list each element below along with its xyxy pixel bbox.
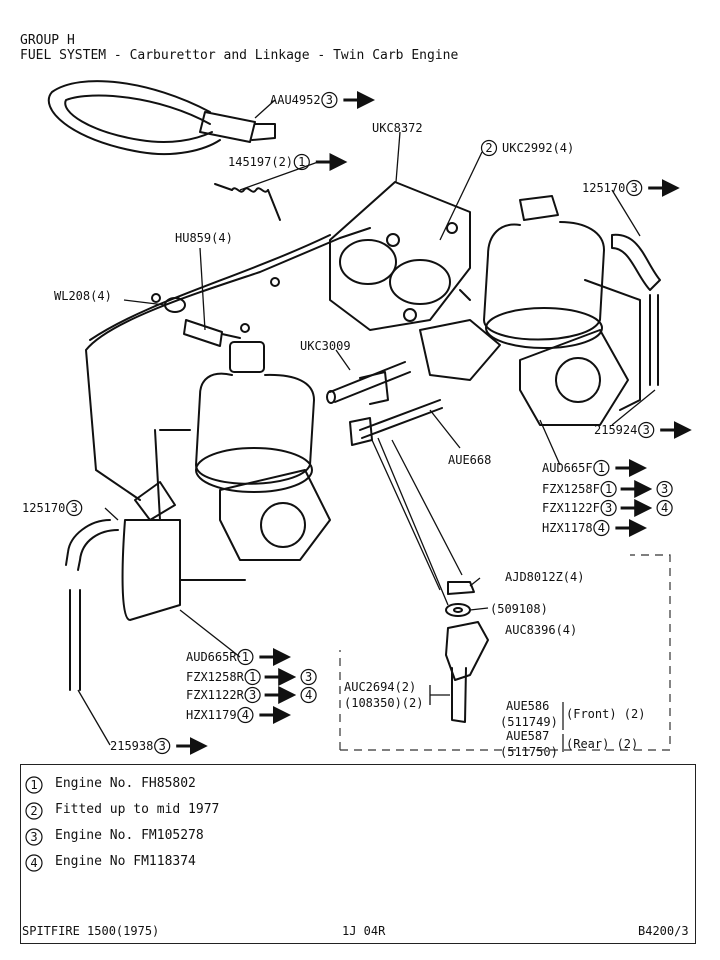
callout-509108-label: (509108) xyxy=(490,602,548,616)
bolt-washer-drawing xyxy=(164,297,241,347)
note-number-icons: 1 2 3 4 xyxy=(25,776,43,872)
callout-hzx1178-ref-circle xyxy=(593,519,610,537)
note-4-text: Engine No FM118374 xyxy=(55,854,196,869)
notes-box: 1 2 3 4 Engine No. FH85802 Fitted up to … xyxy=(20,764,696,944)
inset-box xyxy=(339,554,671,751)
lever-assembly-drawing xyxy=(445,581,489,723)
callout-145197-2-ref-number: 1 xyxy=(298,155,305,169)
callout-hzx1178-label: HZX1178 xyxy=(542,521,593,535)
callout-rear-2-label: (Rear) (2) xyxy=(566,737,638,751)
callout-fzx1122r-second-ref-number: 4 xyxy=(305,688,312,702)
callout-fzx1258r-second-ref-number: 3 xyxy=(305,670,312,684)
callout-aud665r-label: AUD665R xyxy=(186,650,237,664)
callout-fzx1122f-label: FZX1122F xyxy=(542,501,600,515)
callout-hzx1178-ref-number: 4 xyxy=(598,521,605,535)
return-spring-drawing xyxy=(214,183,281,221)
callout-ajd8012z-4-label: AJD8012Z(4) xyxy=(505,570,584,584)
callout-fzx1258f-second-ref-number: 3 xyxy=(661,482,668,496)
callout-aau4952-ref-number: 3 xyxy=(326,93,333,107)
callout-511749-label: (511749) xyxy=(500,715,558,729)
callout-fzx1122r-ref-number: 3 xyxy=(249,688,256,702)
callout-ukc2992-4-label: UKC2992(4) xyxy=(502,141,574,155)
linkage-rod-drawing xyxy=(326,361,443,446)
callout-125170-label: 125170 xyxy=(582,181,625,195)
callout-215938-ref-number: 3 xyxy=(159,739,166,753)
callout-fzx1122f-second-ref-number: 4 xyxy=(661,501,668,515)
callout-125170-ref-number: 3 xyxy=(631,181,638,195)
callout-hu859-4-label: HU859(4) xyxy=(175,231,233,245)
callout-215924-ref-circle xyxy=(638,421,655,439)
callout-aue668-label: AUE668 xyxy=(448,453,491,467)
callout-108350-2-label: (108350)(2) xyxy=(344,696,423,710)
callout-fzx1122f-ref-number: 3 xyxy=(605,501,612,515)
callout-ukc2992-4-ref-number: 2 xyxy=(485,141,492,155)
callout-aud665r-ref-circle xyxy=(237,648,254,666)
callout-fzx1122r-label: FZX1122R xyxy=(186,688,245,702)
note-3-text: Engine No. FM105278 xyxy=(55,828,204,843)
callout-215938-ref-circle xyxy=(154,737,171,755)
callout-ukc3009-label: UKC3009 xyxy=(300,339,351,353)
callout-fzx1258f-label: FZX1258F xyxy=(542,482,600,496)
note-3-number: 3 xyxy=(30,830,37,844)
footer-model: SPITFIRE 1500(1975) xyxy=(22,924,160,938)
footer-code: B4200/3 xyxy=(638,924,689,938)
callout-hzx1179-ref-circle xyxy=(237,706,254,724)
callout-front-2-label: (Front) (2) xyxy=(566,707,645,721)
note-1-text: Engine No. FH85802 xyxy=(55,776,196,791)
cable-tie-drawing xyxy=(47,80,276,156)
callout-fzx1122r-ref-circle xyxy=(244,686,261,704)
callout-ukc8372-label: UKC8372 xyxy=(372,121,423,135)
parts-diagram: AAU49523UKC8372145197(2)12UKC2992(4)1251… xyxy=(22,80,692,759)
callout-wl208-4-label: WL208(4) xyxy=(54,289,112,303)
callout-fzx1258r-ref-number: 1 xyxy=(249,670,256,684)
callout-125170-label: 125170 xyxy=(22,501,65,515)
callout-aud665f-label: AUD665F xyxy=(542,461,593,475)
callout-125170-ref-circle xyxy=(66,499,83,517)
callout-aud665f-ref-circle xyxy=(593,459,610,477)
leader-lines xyxy=(77,99,656,746)
callout-fzx1258f-ref-number: 1 xyxy=(605,482,612,496)
callout-aau4952-ref-circle xyxy=(321,91,338,109)
callout-125170-ref-number: 3 xyxy=(71,501,78,515)
callout-511750-label: (511750) xyxy=(500,745,558,759)
flange-plate-drawing xyxy=(85,227,371,501)
callout-aau4952-label: AAU4952 xyxy=(270,93,321,107)
callout-215924-label: 215924 xyxy=(594,423,637,437)
callout-215938-label: 215938 xyxy=(110,739,153,753)
callout-145197-2-label: 145197(2) xyxy=(228,155,293,169)
callout-fzx1122f-ref-circle xyxy=(600,499,617,517)
callout-fzx1258r-ref-circle xyxy=(244,668,261,686)
callout-auc8396-4-label: AUC8396(4) xyxy=(505,623,577,637)
callout-fzx1122r-second-ref-circle xyxy=(300,686,317,704)
front-carburettor-drawing xyxy=(419,195,641,426)
callout-fzx1258f-second-ref-circle xyxy=(656,480,673,498)
note-1-number: 1 xyxy=(30,778,37,792)
callout-aue586-label: AUE586 xyxy=(506,699,549,713)
callout-fzx1258f-ref-circle xyxy=(600,480,617,498)
callout-fzx1258r-second-ref-circle xyxy=(300,668,317,686)
group-heading: GROUP H xyxy=(20,33,75,48)
callout-fzx1258r-label: FZX1258R xyxy=(186,670,245,684)
note-2-text: Fitted up to mid 1977 xyxy=(55,802,220,817)
callout-hzx1179-label: HZX1179 xyxy=(186,708,237,722)
rear-carburettor-drawing xyxy=(121,341,331,621)
callout-hzx1179-ref-number: 4 xyxy=(242,708,249,722)
callout-fzx1122f-second-ref-circle xyxy=(656,499,673,517)
callout-145197-2-ref-circle xyxy=(293,153,310,171)
note-2-number: 2 xyxy=(30,804,37,818)
footer-page: 1J 04R xyxy=(342,924,386,938)
note-4-number: 4 xyxy=(30,856,37,870)
callout-aud665f-ref-number: 1 xyxy=(598,461,605,475)
callout-aud665r-ref-number: 1 xyxy=(242,650,249,664)
gasket-plate-drawing xyxy=(329,181,471,331)
callout-aue587-label: AUE587 xyxy=(506,729,549,743)
callout-ukc2992-4-ref-circle xyxy=(480,139,498,157)
callout-215924-ref-number: 3 xyxy=(643,423,650,437)
callout-auc2694-2-label: AUC2694(2) xyxy=(344,680,416,694)
hose-drawings xyxy=(65,233,661,691)
page-title: FUEL SYSTEM - Carburettor and Linkage - … xyxy=(20,48,459,63)
callout-125170-ref-circle xyxy=(626,179,643,197)
